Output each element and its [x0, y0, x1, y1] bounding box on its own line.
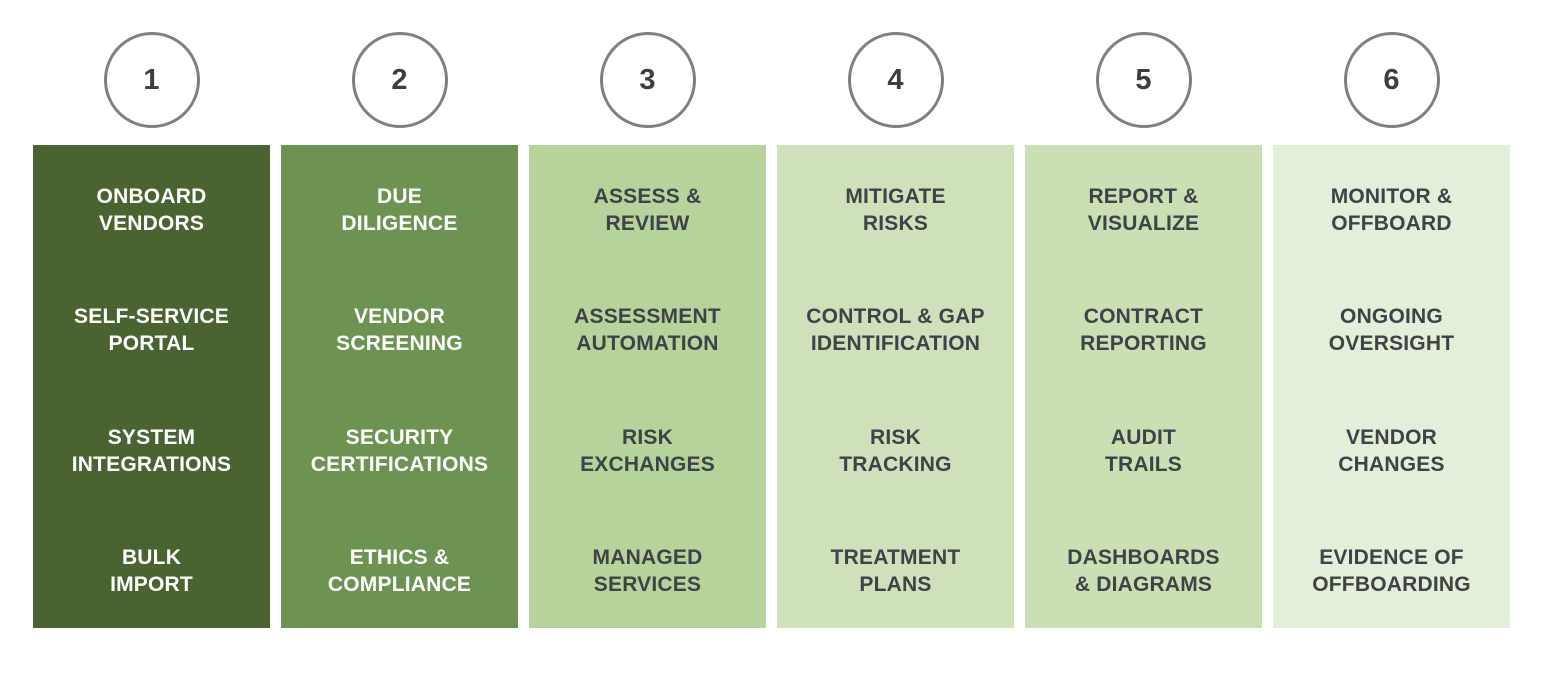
- step-item: REPORT & VISUALIZE: [1087, 185, 1200, 235]
- step-6-number: 6: [1383, 63, 1400, 96]
- step-item: TREATMENT PLANS: [830, 545, 961, 596]
- step-4-number: 4: [887, 63, 904, 96]
- step-item: BULK IMPORT: [110, 545, 193, 596]
- step-1-number: 1: [143, 63, 160, 96]
- step-item: MONITOR & OFFBOARD: [1330, 185, 1453, 235]
- step-item: SELF-SERVICE PORTAL: [74, 305, 229, 356]
- step-item: MITIGATE RISKS: [845, 185, 946, 235]
- step-3-number: 3: [639, 63, 656, 96]
- step-column-1: 1 ONBOARD VENDORS SELF-SERVICE PORTAL SY…: [33, 32, 270, 628]
- step-item: RISK TRACKING: [839, 425, 952, 476]
- step-item: ONBOARD VENDORS: [96, 185, 207, 235]
- step-column-3: 3 ASSESS & REVIEW ASSESSMENT AUTOMATION …: [529, 32, 766, 628]
- step-4-number-circle: 4: [847, 32, 944, 128]
- step-item: ONGOING OVERSIGHT: [1328, 305, 1455, 356]
- step-item: CONTRACT REPORTING: [1080, 305, 1207, 356]
- step-6-box: MONITOR & OFFBOARD ONGOING OVERSIGHT VEN…: [1273, 145, 1510, 628]
- step-5-number-circle: 5: [1095, 32, 1192, 128]
- step-2-number: 2: [391, 63, 408, 96]
- step-column-5: 5 REPORT & VISUALIZE CONTRACT REPORTING …: [1025, 32, 1262, 628]
- step-item: EVIDENCE OF OFFBOARDING: [1312, 545, 1471, 596]
- step-item: DUE DILIGENCE: [341, 185, 458, 235]
- step-1-box: ONBOARD VENDORS SELF-SERVICE PORTAL SYST…: [33, 145, 270, 628]
- step-item: DASHBOARDS & DIAGRAMS: [1067, 545, 1220, 596]
- step-item: SYSTEM INTEGRATIONS: [71, 425, 232, 476]
- step-item: ETHICS & COMPLIANCE: [327, 545, 472, 596]
- step-column-4: 4 MITIGATE RISKS CONTROL & GAP IDENTIFIC…: [777, 32, 1014, 628]
- step-6-number-circle: 6: [1343, 32, 1440, 128]
- step-item: VENDOR SCREENING: [336, 305, 463, 356]
- step-item: VENDOR CHANGES: [1338, 425, 1445, 476]
- step-item: RISK EXCHANGES: [580, 425, 715, 476]
- step-3-box: ASSESS & REVIEW ASSESSMENT AUTOMATION RI…: [529, 145, 766, 628]
- step-column-6: 6 MONITOR & OFFBOARD ONGOING OVERSIGHT V…: [1273, 32, 1510, 628]
- step-item: AUDIT TRAILS: [1104, 425, 1183, 476]
- step-4-box: MITIGATE RISKS CONTROL & GAP IDENTIFICAT…: [777, 145, 1014, 628]
- step-5-box: REPORT & VISUALIZE CONTRACT REPORTING AU…: [1025, 145, 1262, 628]
- step-column-2: 2 DUE DILIGENCE VENDOR SCREENING SECURIT…: [281, 32, 518, 628]
- step-1-number-circle: 1: [103, 32, 200, 128]
- steps-board: 1 ONBOARD VENDORS SELF-SERVICE PORTAL SY…: [33, 32, 1510, 628]
- step-2-box: DUE DILIGENCE VENDOR SCREENING SECURITY …: [281, 145, 518, 628]
- step-item: ASSESS & REVIEW: [593, 185, 702, 235]
- step-item: MANAGED SERVICES: [592, 545, 703, 596]
- step-5-number: 5: [1135, 63, 1152, 96]
- step-item: CONTROL & GAP IDENTIFICATION: [806, 305, 985, 356]
- step-item: ASSESSMENT AUTOMATION: [574, 305, 721, 356]
- step-item: SECURITY CERTIFICATIONS: [310, 425, 489, 476]
- step-3-number-circle: 3: [599, 32, 696, 128]
- step-2-number-circle: 2: [351, 32, 448, 128]
